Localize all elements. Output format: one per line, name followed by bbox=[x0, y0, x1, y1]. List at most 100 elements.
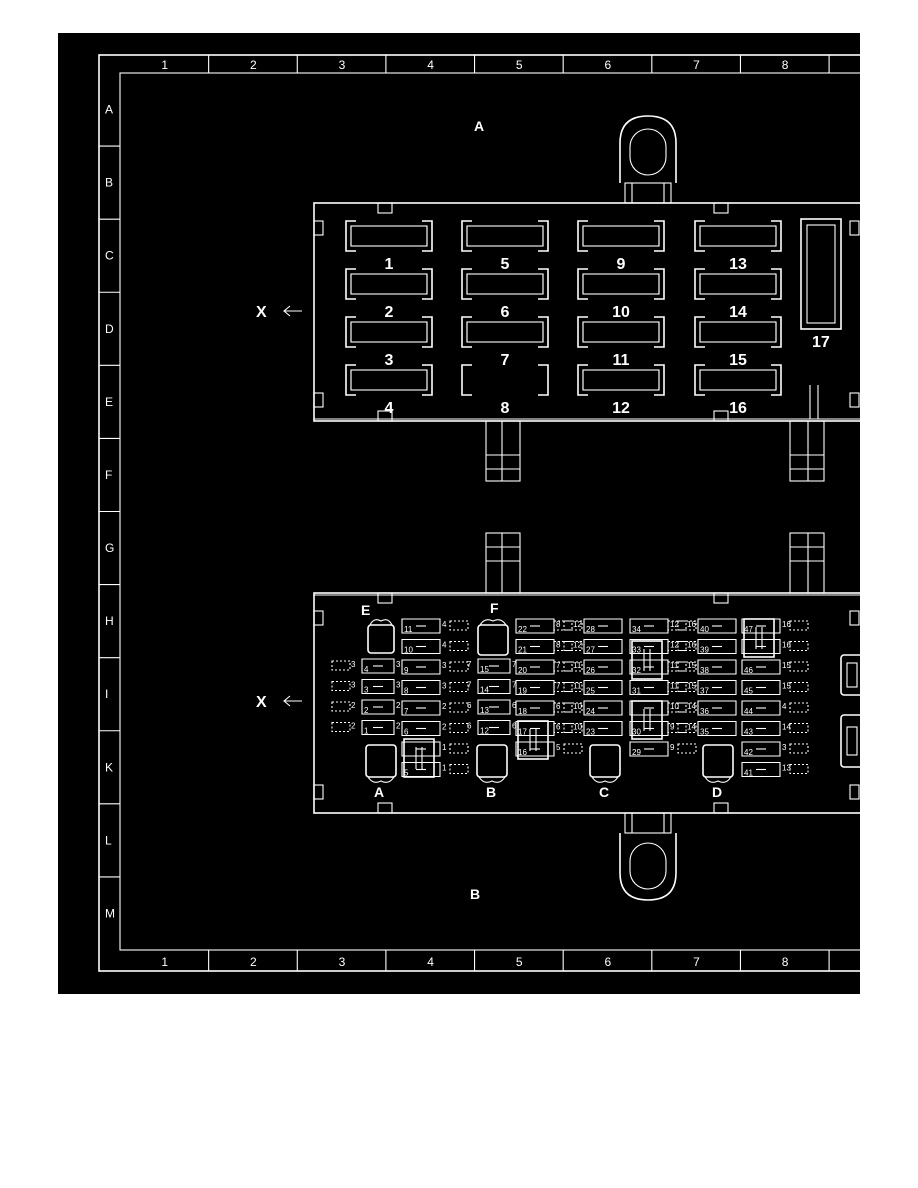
fuse-number: 12 bbox=[612, 400, 630, 417]
zone-row-label: M bbox=[105, 906, 115, 920]
lock-tab bbox=[377, 802, 393, 814]
empty-cavity bbox=[789, 681, 809, 693]
terminal-number: 3 bbox=[396, 660, 401, 669]
terminal-number: 12 bbox=[573, 620, 582, 629]
zone-col-label: 7 bbox=[693, 955, 700, 969]
fuse-cavity-3: 3 bbox=[345, 316, 433, 369]
terminal-number: 8 bbox=[556, 620, 561, 629]
arrow-left-icon bbox=[283, 305, 302, 317]
zone-col-label: 4 bbox=[427, 58, 434, 72]
zone-col-label: 6 bbox=[605, 955, 612, 969]
view-b-label: B bbox=[470, 886, 480, 902]
terminal-cavity: 165 bbox=[515, 741, 583, 757]
fuse-number: 1 bbox=[385, 256, 394, 273]
zone-col-label: 3 bbox=[339, 58, 346, 72]
empty-cavity bbox=[667, 702, 687, 713]
terminal-number: 12 bbox=[573, 641, 582, 650]
terminal-number: 10 bbox=[404, 646, 413, 655]
fuse-number: 3 bbox=[385, 352, 394, 369]
terminal-number: 4 bbox=[782, 702, 787, 711]
terminal-number: 13 bbox=[480, 706, 489, 715]
terminal-number: 3 bbox=[364, 686, 369, 695]
terminal-cavity: 207 bbox=[515, 659, 583, 675]
terminal-number: 32 bbox=[632, 666, 641, 675]
zone-row-label: K bbox=[105, 760, 113, 774]
terminal-number: 17 bbox=[518, 728, 527, 737]
blade-fuse bbox=[350, 225, 428, 247]
fuse-cavity-13: 13 bbox=[694, 220, 782, 273]
terminal-cavity: 51 bbox=[401, 761, 469, 778]
terminal-number: 33 bbox=[632, 646, 641, 655]
tab-base-bottom bbox=[624, 812, 672, 834]
terminal-number: 11 bbox=[670, 661, 679, 670]
terminal-number: 12 bbox=[480, 727, 489, 736]
terminal-number: 3 bbox=[351, 660, 356, 669]
terminal-number: 12 bbox=[670, 620, 679, 629]
side-latch bbox=[313, 784, 324, 800]
terminal-number: 16 bbox=[782, 620, 791, 629]
empty-cavity bbox=[331, 721, 351, 733]
empty-cavity bbox=[563, 640, 583, 652]
empty-cavity bbox=[789, 661, 809, 672]
terminal-number: 41 bbox=[744, 769, 753, 778]
fuse-cavity-6: 6 bbox=[461, 268, 549, 321]
view-a-pointer-label: X bbox=[256, 304, 267, 321]
connector-label-f: F bbox=[490, 600, 499, 616]
terminal-number: 7 bbox=[467, 681, 472, 690]
zone-col-label: 7 bbox=[693, 58, 700, 72]
fuse-cavity-7: 7 bbox=[461, 316, 549, 369]
view-a-label: A bbox=[474, 118, 484, 134]
blade-fuse bbox=[582, 369, 660, 391]
terminal-number: 38 bbox=[700, 666, 709, 675]
terminal-number: 9 bbox=[670, 743, 675, 752]
terminal-number: 37 bbox=[700, 687, 709, 696]
terminal-number: 7 bbox=[404, 707, 409, 716]
terminal-cavity: 423 bbox=[741, 741, 809, 757]
fuse-block-b-housing bbox=[313, 592, 860, 814]
fuse-number: 8 bbox=[501, 400, 510, 417]
retainer-a-right bbox=[789, 420, 825, 482]
terminal-number: 3 bbox=[396, 681, 401, 690]
terminal-number: 2 bbox=[396, 722, 401, 731]
terminal-number: 11 bbox=[404, 625, 413, 634]
empty-cavity bbox=[789, 640, 809, 652]
side-latch bbox=[313, 392, 324, 408]
empty-cavity bbox=[789, 620, 809, 631]
terminal-number: 16 bbox=[687, 641, 696, 650]
lock-tab bbox=[377, 592, 393, 604]
diode-insert bbox=[631, 640, 663, 680]
terminal-number: 3 bbox=[351, 681, 356, 690]
fuse-number: 14 bbox=[729, 304, 747, 321]
side-latch bbox=[313, 220, 324, 236]
terminal-number: 43 bbox=[744, 728, 753, 737]
lock-tab bbox=[713, 592, 729, 604]
lock-tab bbox=[713, 802, 729, 814]
empty-cavity bbox=[677, 661, 697, 672]
fuse-number: 7 bbox=[501, 352, 510, 369]
terminal-cavity: 218 bbox=[515, 638, 583, 655]
terminal-number: 10 bbox=[573, 702, 582, 711]
terminal-number: 8 bbox=[556, 641, 561, 650]
terminal-number: 23 bbox=[586, 728, 595, 737]
terminal-number: 14 bbox=[687, 702, 696, 711]
empty-cavity bbox=[677, 743, 697, 754]
view-b-pointer-label: X bbox=[256, 694, 267, 711]
terminal-number: 11 bbox=[573, 682, 582, 691]
terminal-number: 20 bbox=[518, 666, 527, 675]
terminal-cavity: 1 bbox=[401, 741, 469, 757]
connector-c: C bbox=[589, 744, 621, 800]
terminal-number: 13 bbox=[782, 764, 791, 773]
terminal-number: 6 bbox=[556, 702, 561, 711]
mounting-hole-bottom bbox=[629, 842, 667, 890]
zone-col-label: 1 bbox=[161, 955, 168, 969]
